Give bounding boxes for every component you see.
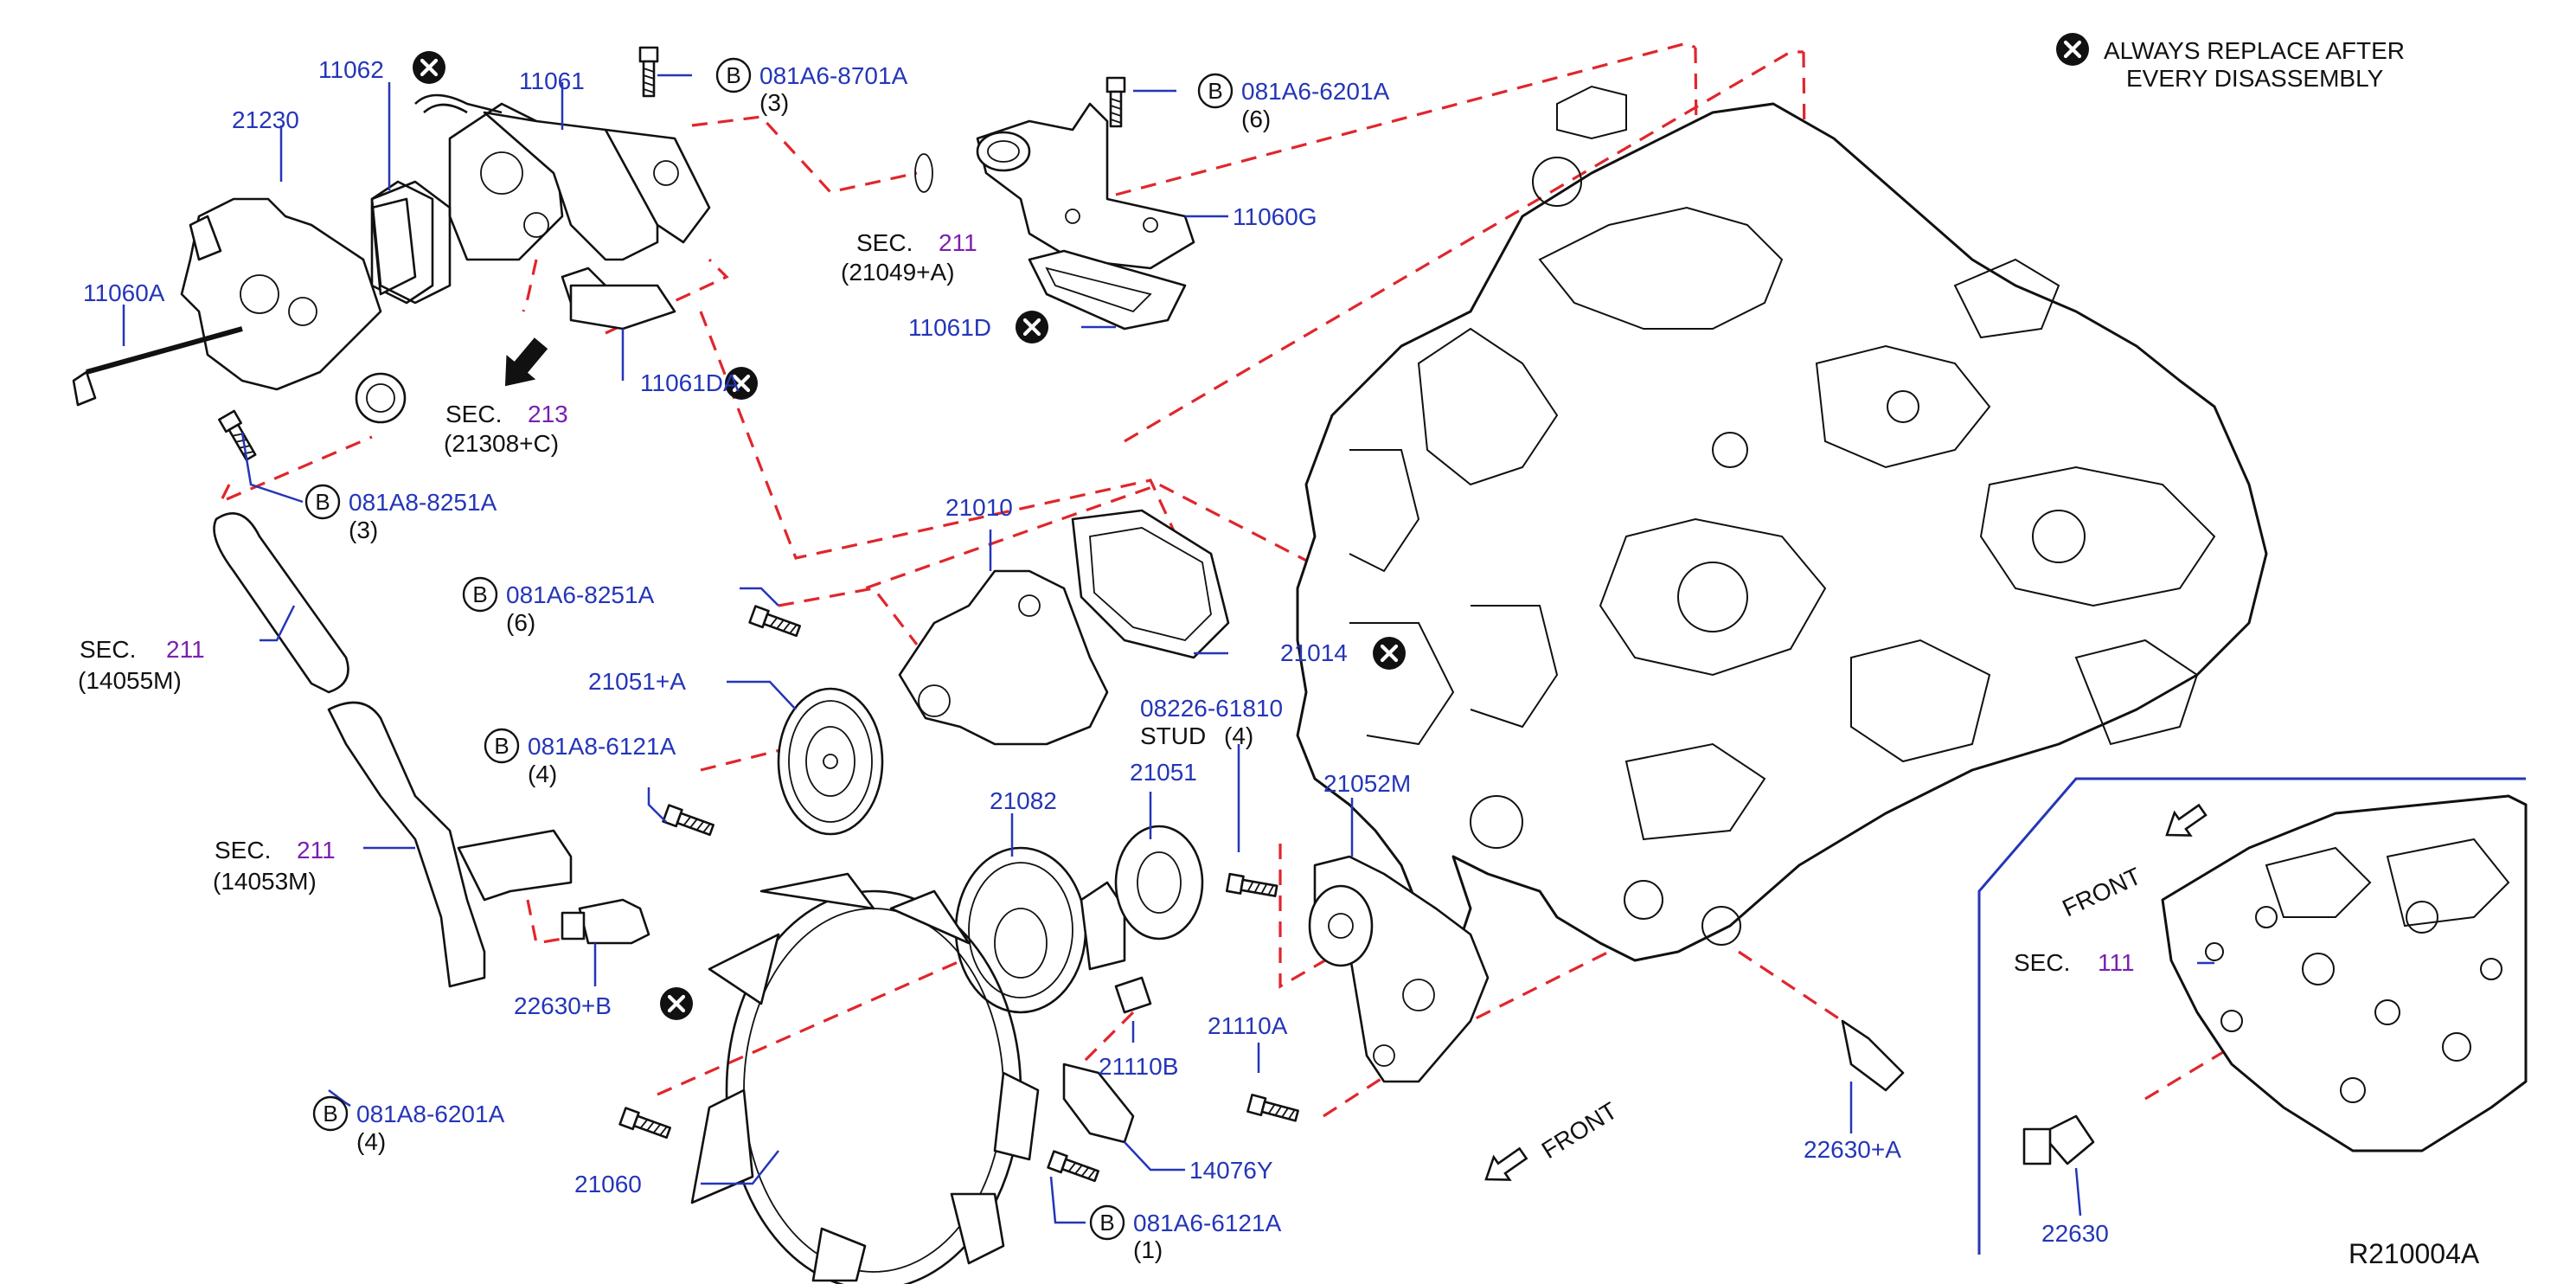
inset-front-arrow-icon [2165, 803, 2208, 837]
svg-text:B: B [323, 1101, 337, 1127]
part-21082: 21082 [990, 787, 1057, 814]
part-14076y: 14076Y [1189, 1157, 1273, 1184]
stud-qty: (4) [1224, 722, 1253, 749]
part-21014: 21014 [1280, 639, 1348, 666]
svg-text:(3): (3) [349, 517, 378, 543]
svg-text:B: B [726, 62, 740, 88]
part-11061da: 11061DA [640, 369, 740, 396]
x-icon-11062 [413, 51, 445, 84]
svg-text:081A8-8251A: 081A8-8251A [349, 489, 497, 516]
svg-text:SEC.: SEC. [445, 401, 502, 427]
cooling-fan-assembly [690, 825, 1204, 1284]
svg-text:B: B [494, 733, 509, 759]
svg-text:B: B [472, 581, 487, 607]
x-icon-21060 [660, 987, 693, 1020]
part-21230: 21230 [232, 106, 299, 133]
inset-cylinder-head [1977, 777, 2528, 1255]
x-icon-11061d [1016, 311, 1048, 343]
svg-text:B: B [315, 489, 330, 515]
part-21110b: 21110B [1099, 1053, 1178, 1080]
svg-text:B: B [1099, 1210, 1114, 1236]
bolt-callout-081a8-6121a: B 081A8-6121A (4) [484, 728, 676, 787]
svg-text:SEC.: SEC. [80, 636, 136, 663]
part-22630: 22630 [2041, 1220, 2109, 1247]
svg-text:(4): (4) [356, 1128, 386, 1155]
coolant-hoses [213, 512, 573, 988]
part-21060: 21060 [574, 1171, 642, 1197]
diagram-code: R210004A [2349, 1238, 2480, 1269]
section-ref-211-14055m: SEC. 211 (14055M) [78, 636, 205, 694]
svg-text:(1): (1) [1133, 1236, 1163, 1263]
part-22630b: 22630+B [514, 992, 612, 1019]
temperature-sensors [561, 898, 2095, 1165]
replace-x-icon [2056, 33, 2089, 66]
stud-label: STUD [1140, 722, 1206, 749]
svg-text:081A6-8251A: 081A6-8251A [506, 581, 655, 608]
svg-text:211: 211 [166, 636, 205, 663]
bolt-callout-081a6-8701a: B 081A6-8701A (3) [715, 57, 908, 116]
bolt-callout-081a8-8251a: B 081A8-8251A (3) [304, 484, 497, 543]
svg-text:(3): (3) [759, 89, 789, 116]
svg-text:081A6-8701A: 081A6-8701A [759, 62, 908, 89]
section-ref-211-21049a: SEC. 211 (21049+A) [841, 229, 977, 286]
section-ref-211-14053m: SEC. 211 (14053M) [213, 837, 336, 895]
svg-text:111: 111 [2098, 949, 2135, 976]
part-21051a: 21051+A [588, 668, 686, 695]
svg-text:(14053M): (14053M) [213, 868, 317, 895]
part-08226-61810: 08226-61810 [1140, 695, 1283, 722]
part-21051: 21051 [1130, 759, 1197, 786]
svg-text:081A6-6201A: 081A6-6201A [1241, 78, 1390, 105]
water-pump [777, 509, 1230, 836]
svg-text:081A8-6201A: 081A8-6201A [356, 1101, 505, 1127]
part-11060a: 11060A [83, 279, 165, 306]
svg-text:(6): (6) [506, 609, 535, 636]
svg-text:SEC.: SEC. [2014, 949, 2070, 976]
legend-line-1: ALWAYS REPLACE AFTER [2104, 37, 2405, 64]
section-ref-213: SEC. 213 (21308+C) [444, 401, 568, 457]
part-11061: 11061 [519, 67, 585, 94]
idler-bracket [1308, 855, 1490, 1083]
svg-text:SEC.: SEC. [215, 837, 271, 863]
part-11062: 11062 [318, 56, 384, 83]
svg-text:211: 211 [939, 229, 977, 256]
svg-text:(21049+A): (21049+A) [841, 259, 955, 286]
part-11060g: 11060G [1233, 203, 1317, 230]
part-21010: 21010 [945, 494, 1013, 521]
bolt-callout-081a8-6201a: B 081A8-6201A (4) [312, 1095, 505, 1155]
front-arrow-icon [1484, 1146, 1528, 1181]
bolt-callout-081a6-6201a: B 081A6-6201A (6) [1197, 73, 1390, 132]
svg-text:(6): (6) [1241, 106, 1271, 132]
part-21052m: 21052M [1323, 770, 1411, 797]
thermostat-housing-assembly [72, 46, 1126, 463]
x-icon-21014 [1373, 637, 1406, 670]
bolt-callout-081a6-8251a: B 081A6-8251A (6) [462, 576, 655, 636]
svg-text:(14055M): (14055M) [78, 667, 182, 694]
svg-text:081A6-6121A: 081A6-6121A [1133, 1210, 1282, 1236]
part-22630a: 22630+A [1804, 1136, 1901, 1163]
svg-text:213: 213 [528, 401, 568, 427]
front-label: FRONT [1537, 1097, 1622, 1164]
legend-line-2: EVERY DISASSEMBLY [2126, 65, 2384, 92]
bolt-callout-081a6-6121a: B 081A6-6121A (1) [1089, 1204, 1282, 1263]
engine-block [1296, 85, 2268, 962]
inset-front-label: FRONT [2058, 863, 2145, 922]
callout-leader-lines [122, 74, 2214, 1224]
svg-text:211: 211 [297, 837, 336, 863]
svg-text:081A8-6121A: 081A8-6121A [528, 733, 676, 760]
svg-text:(4): (4) [528, 761, 557, 787]
svg-text:SEC.: SEC. [856, 229, 913, 256]
sec-213-arrow-icon [504, 337, 548, 387]
svg-text:(21308+C): (21308+C) [444, 430, 559, 457]
thermostat-cover [976, 102, 1195, 331]
svg-text:B: B [1208, 78, 1222, 104]
part-21110a: 21110A [1208, 1012, 1288, 1039]
part-11061d: 11061D [908, 314, 991, 341]
section-ref-111: SEC. 111 [2014, 949, 2135, 976]
